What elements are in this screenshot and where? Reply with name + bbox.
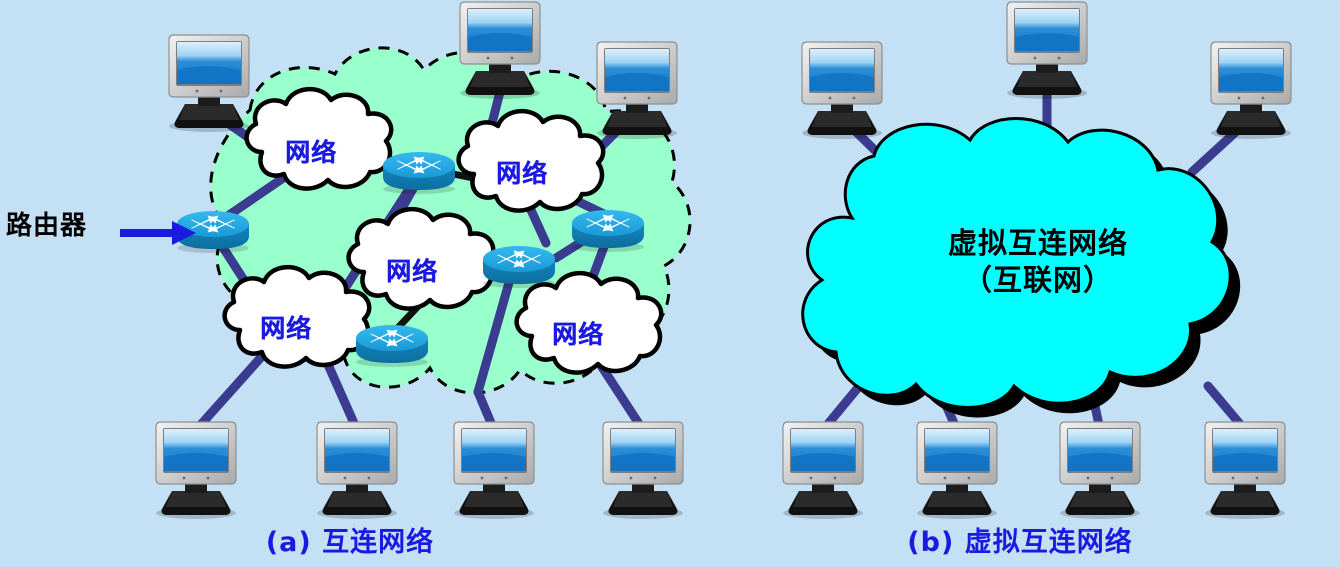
router-a-center[interactable]	[483, 246, 555, 288]
pc-a-bottom-2[interactable]	[316, 421, 398, 520]
router-a-top[interactable]	[383, 152, 455, 194]
pc-b-top-right[interactable]	[1210, 41, 1292, 140]
cloud-a2-label: 网络	[495, 159, 549, 188]
arrow-right-icon	[120, 221, 196, 245]
panel-a-network-clouds	[222, 86, 664, 375]
cloud-a4-label: 网络	[259, 314, 313, 343]
router-a-right[interactable]	[572, 210, 644, 252]
pc-b-bottom-1[interactable]	[782, 421, 864, 520]
cloud-a3	[346, 206, 496, 311]
caption-panel-b: (b) 虚拟互连网络	[907, 527, 1133, 558]
pc-a-bottom-3[interactable]	[453, 421, 535, 520]
pc-b-top-middle[interactable]	[1006, 1, 1088, 100]
router-a-bottom[interactable]	[356, 325, 428, 367]
cloud-a5-label: 网络	[551, 320, 605, 349]
pc-a-top-right[interactable]	[596, 41, 678, 140]
virtual-internet-cloud[interactable]	[801, 117, 1241, 418]
cloud-a1	[244, 86, 394, 191]
virtual-internet-line-1: 虚拟互连网络	[947, 225, 1129, 260]
virtual-internet-cloud-label: 虚拟互连网络 （互联网）	[948, 225, 1128, 299]
router-annotation-label: 路由器	[6, 211, 88, 241]
pc-a-top-middle[interactable]	[459, 1, 541, 100]
pc-b-bottom-2[interactable]	[916, 421, 998, 520]
cloud-a3-label: 网络	[385, 257, 439, 286]
pc-a-top-left[interactable]	[168, 34, 250, 133]
cloud-a2	[456, 108, 606, 213]
cloud-a4	[222, 264, 372, 369]
pc-b-bottom-4[interactable]	[1204, 421, 1286, 520]
pc-a-bottom-1[interactable]	[155, 421, 237, 520]
caption-panel-a: (a) 互连网络	[265, 527, 435, 558]
pc-b-top-left[interactable]	[801, 41, 883, 140]
pc-a-bottom-4[interactable]	[602, 421, 684, 520]
pc-b-bottom-3[interactable]	[1059, 421, 1141, 520]
virtual-internet-line-2: （互联网）	[962, 263, 1114, 297]
cloud-a1-label: 网络	[284, 138, 338, 167]
